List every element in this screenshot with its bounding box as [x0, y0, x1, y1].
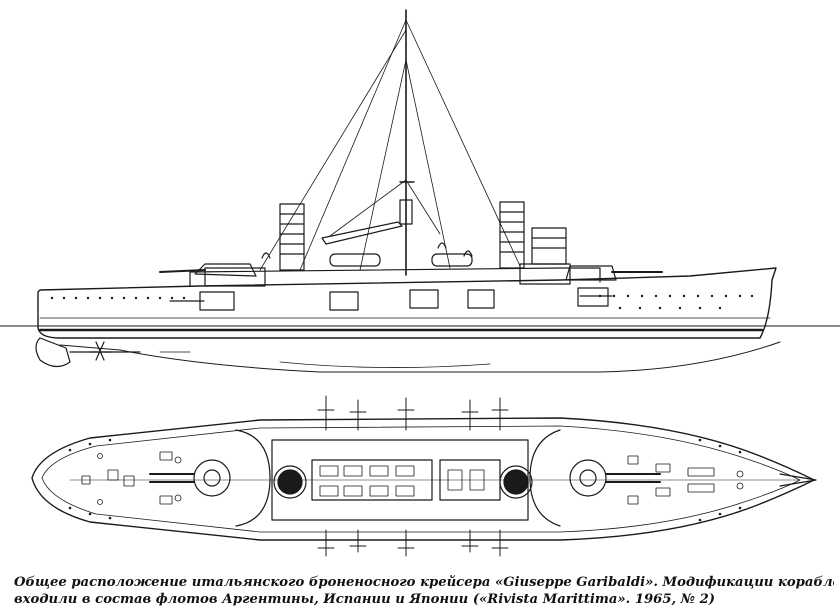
deck-outline [31, 417, 815, 541]
figure-caption: Общее расположение итальянского броненос… [14, 574, 834, 608]
caption-line-2: входили в состав флотов Аргентины, Испан… [14, 592, 716, 607]
funnel-fore [499, 201, 525, 269]
aft-turret-plan [193, 459, 231, 497]
funnel-fore-plan [503, 469, 529, 495]
ship-drawing [0, 9, 840, 557]
funnel-aft [279, 203, 305, 271]
fore-turret-plan [569, 459, 607, 497]
funnel-aft-plan [277, 469, 303, 495]
rudder [35, 337, 71, 368]
hull-side [37, 267, 777, 339]
portholes [50, 294, 754, 310]
caption-line-1: Общее расположение итальянского броненос… [14, 575, 834, 590]
hull-underwater [59, 341, 781, 373]
propeller [89, 341, 113, 361]
plan-view [31, 395, 817, 557]
side-profile-view [0, 9, 840, 373]
fore-turret-side [565, 265, 617, 281]
aft-turret-side [194, 263, 257, 277]
